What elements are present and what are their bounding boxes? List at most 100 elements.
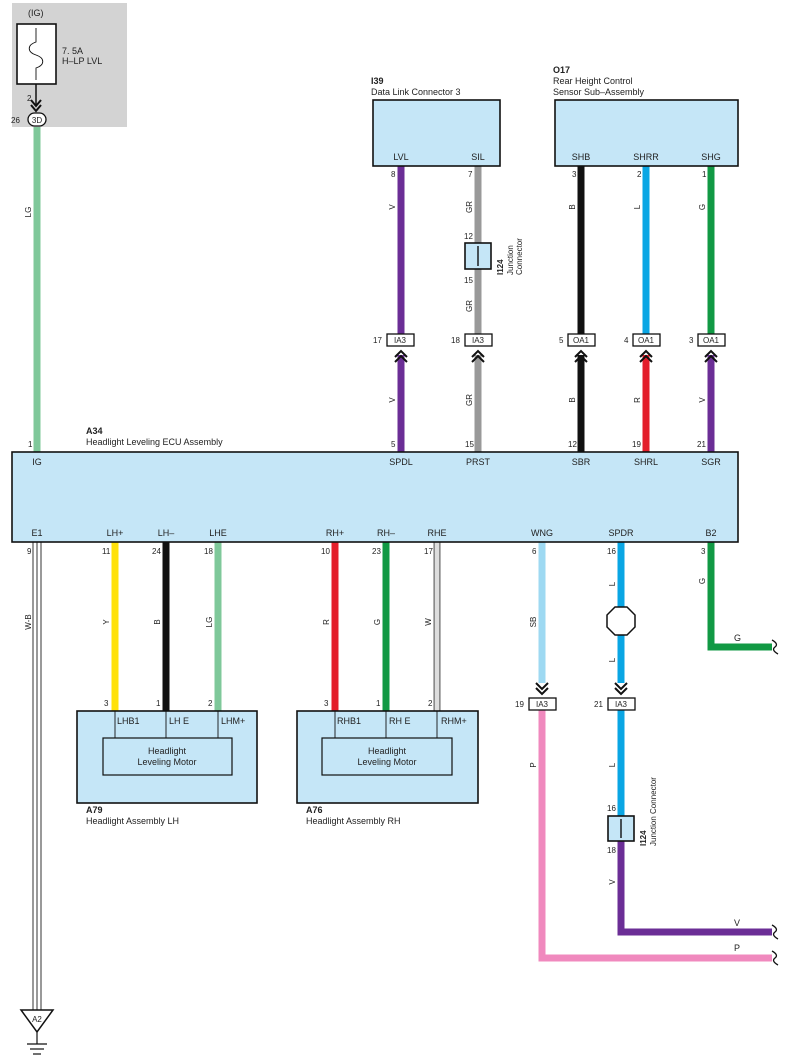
dlc-pin: 8 [391, 170, 396, 179]
inline-connector-ia3-21: IA3 21 [594, 682, 636, 711]
rh-terminal: RH E [389, 716, 411, 726]
wire-label: G [698, 578, 707, 584]
ecu-pin: 24 [152, 547, 161, 556]
svg-text:18: 18 [451, 336, 460, 345]
ecu-pin: 9 [27, 547, 32, 556]
rh-terminal: RHM+ [441, 716, 467, 726]
wire-label: B [153, 619, 162, 624]
wire-label: R [633, 397, 642, 403]
lh-motor-line1: Headlight [148, 746, 187, 756]
svg-text:OA1: OA1 [703, 336, 720, 345]
lh-terminal: LH E [169, 716, 189, 726]
wire-spdr-d [617, 841, 772, 936]
arrow-up-icon [704, 349, 718, 363]
wire-label: GR [465, 394, 474, 406]
svg-text:19: 19 [515, 700, 524, 709]
wire-label: L [608, 657, 617, 662]
ecu-terminal-lh-plus: LH+ [107, 528, 124, 538]
wire-break-icon [771, 950, 779, 966]
ecu-terminal-sbr: SBR [572, 457, 591, 467]
fuse-connector-tag [27, 112, 47, 127]
dlc-terminal: LVL [393, 152, 408, 162]
ecu-pin: 6 [532, 547, 537, 556]
ecu-terminal-spdr: SPDR [608, 528, 634, 538]
lh-pin: 3 [104, 699, 109, 708]
ecu-pin: 15 [465, 440, 474, 449]
ecu-pin: 23 [372, 547, 381, 556]
wire-label: W-B [24, 614, 33, 629]
rh-assembly-name: Headlight Assembly RH [306, 816, 401, 826]
junction-bottom-pin-out: 18 [607, 846, 616, 855]
wire-label: V [388, 204, 397, 210]
sensor-terminal: SHG [701, 152, 721, 162]
wire-label: Y [102, 619, 111, 625]
ecu-terminal-rh-minus: RH– [377, 528, 395, 538]
sensor-box [554, 99, 739, 167]
lh-assembly-box [76, 710, 258, 804]
junction-top-pin-out: 15 [464, 276, 473, 285]
ecu-pin: 10 [321, 547, 330, 556]
wire-break-icon [771, 639, 779, 655]
wire-e1 [32, 542, 42, 1010]
splice-octagon-icon [606, 606, 636, 636]
ecu-pin: 18 [204, 547, 213, 556]
ecu-pin: 5 [391, 440, 396, 449]
wire-label: LG [24, 207, 33, 218]
ecu-pin: 12 [568, 440, 577, 449]
rh-motor-box [321, 737, 453, 776]
svg-text:OA1: OA1 [638, 336, 655, 345]
wire-label: LG [205, 617, 214, 628]
arrow-up-icon [639, 349, 653, 363]
junction-bottom-pin-in: 16 [607, 804, 616, 813]
wire-label: V [698, 397, 707, 403]
sensor-pin: 2 [637, 170, 642, 179]
ecu-terminal-rh-plus: RH+ [326, 528, 344, 538]
svg-text:21: 21 [594, 700, 603, 709]
ground-label: A2 [32, 1015, 42, 1024]
ecu-pin: 16 [607, 547, 616, 556]
sensor-pin: 1 [702, 170, 707, 179]
inline-connector-oa1-3: OA1 3 [689, 333, 726, 363]
arrow-up-icon [394, 349, 408, 363]
dlc-terminal: SIL [471, 152, 485, 162]
ecu-pin: 19 [632, 440, 641, 449]
ecu-terminal-e1: E1 [31, 528, 42, 538]
sensor-pin: 3 [572, 170, 577, 179]
wire-label: G [373, 619, 382, 625]
wire-label: SB [529, 617, 538, 628]
rh-terminal: RHB1 [337, 716, 361, 726]
arrow-up-icon [574, 349, 588, 363]
inline-connector-ia3-17: IA3 17 [373, 333, 415, 363]
rh-motor-line2: Leveling Motor [357, 757, 416, 767]
sensor-name-line1: Rear Height Control [553, 76, 633, 86]
ecu-pin: 11 [102, 547, 111, 556]
junction-top-code: I124 [496, 259, 505, 275]
ecu-terminal-shrl: SHRL [634, 457, 658, 467]
ecu-pin: 17 [424, 547, 433, 556]
wire-label: L [608, 762, 617, 767]
sensor-code: O17 [553, 65, 570, 75]
wire-label: R [322, 619, 331, 625]
svg-text:OA1: OA1 [573, 336, 590, 345]
fuse-pin-out: 2 [27, 94, 32, 103]
ecu-name: Headlight Leveling ECU Assembly [86, 437, 223, 447]
dlc-code: I39 [371, 76, 384, 86]
sensor-terminal: SHRR [633, 152, 659, 162]
lh-terminal: LHB1 [117, 716, 140, 726]
ecu-terminal-ig: IG [32, 457, 42, 467]
svg-text:IA3: IA3 [615, 700, 628, 709]
dlc-box [372, 99, 501, 167]
svg-text:IA3: IA3 [536, 700, 549, 709]
rh-pin: 3 [324, 699, 329, 708]
fuse-name: H–LP LVL [62, 56, 102, 66]
svg-text:4: 4 [624, 336, 629, 345]
ground-triangle-icon [19, 1009, 55, 1034]
ecu-terminal-spdl: SPDL [389, 457, 413, 467]
wire-wng-lower [538, 710, 772, 962]
fuse-supply-label: (IG) [28, 8, 44, 18]
junction-bottom-name: Junction Connector [649, 777, 658, 846]
lh-pin: 1 [156, 699, 161, 708]
junction-top-name-line1: Junction [506, 245, 515, 275]
lh-motor-box [102, 737, 233, 776]
wire-label: B [568, 204, 577, 209]
